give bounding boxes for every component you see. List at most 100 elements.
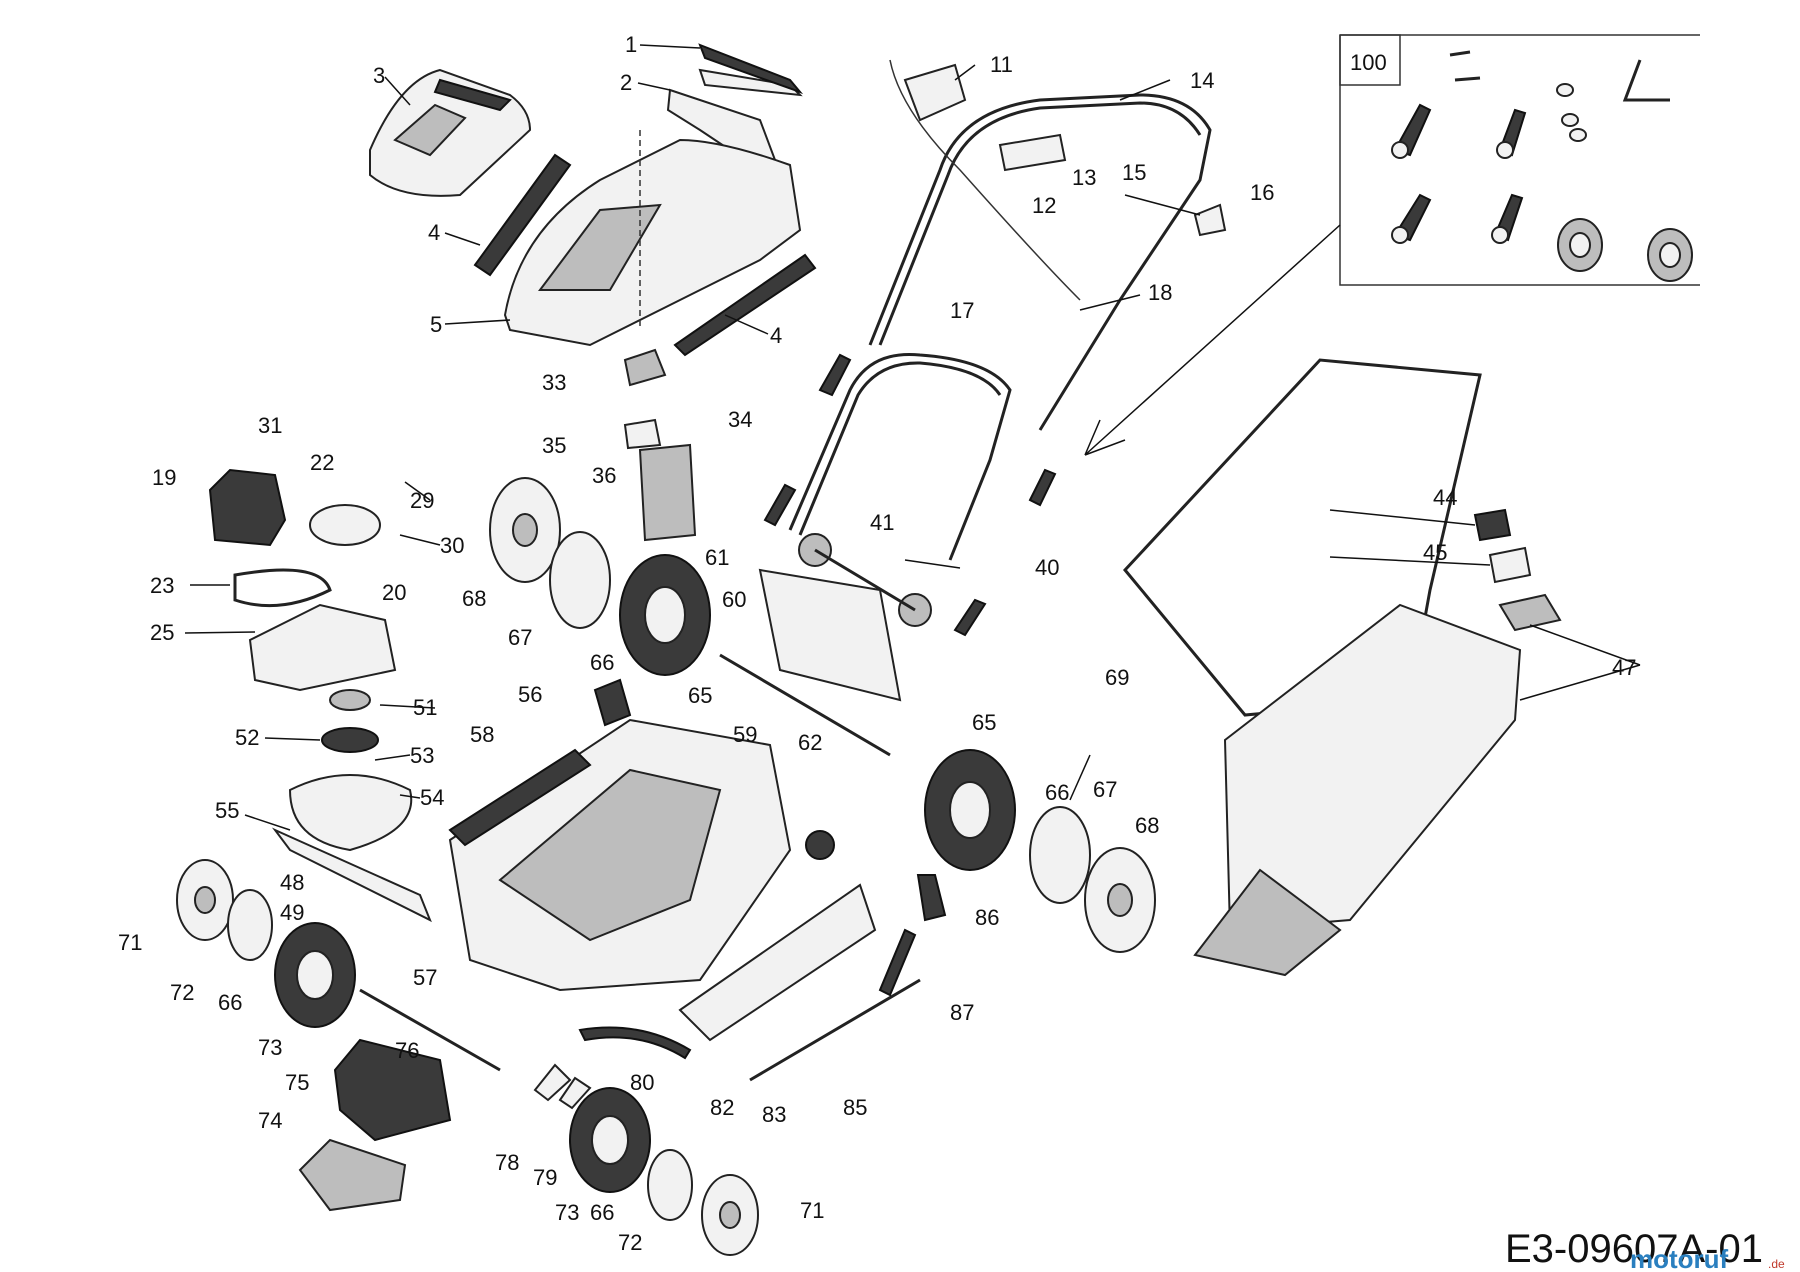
callout-69: 69 (1105, 665, 1129, 690)
callout-59: 59 (733, 722, 757, 747)
axle-76 (359, 988, 501, 1072)
callout-57: 57 (413, 965, 437, 990)
spool-35 (623, 418, 662, 450)
callout-12: 12 (1032, 193, 1056, 218)
callout-19: 19 (152, 465, 176, 490)
bearing (329, 689, 371, 711)
lower-parts (298, 653, 921, 1212)
callout-61: 61 (705, 545, 729, 570)
callout-45: 45 (1423, 540, 1447, 565)
callout-73: 73 (258, 1035, 282, 1060)
watermark-domain: .de (1768, 1257, 1785, 1271)
callout-23: 23 (150, 573, 174, 598)
callout-35: 35 (542, 433, 566, 458)
callout-56: 56 (518, 682, 542, 707)
callout-1: 1 (625, 32, 637, 57)
callout-17: 17 (950, 298, 974, 323)
bracket-79 (558, 1076, 592, 1110)
catcher-cap-44 (1473, 508, 1512, 542)
rear-flap-82 (678, 883, 877, 1042)
disc-72-left (227, 889, 273, 961)
callout-73: 73 (555, 1200, 579, 1225)
callout-18: 18 (1148, 280, 1172, 305)
cable (889, 59, 1081, 301)
wheels (176, 477, 1156, 1256)
upper-handle (868, 93, 1212, 431)
lever-right (1028, 468, 1057, 507)
callout-54: 54 (420, 785, 444, 810)
disc-72-right (647, 1149, 693, 1221)
callout-41: 41 (870, 510, 894, 535)
inset-pointer-arrow (1084, 224, 1341, 456)
disc-67-right (1029, 806, 1091, 904)
catcher-indicator-47 (1498, 593, 1562, 632)
key-knob (623, 348, 667, 387)
callout-25: 25 (150, 620, 174, 645)
spring-80 (578, 1026, 692, 1060)
rear-axle-gear (593, 678, 632, 727)
handle-knob-16 (1193, 203, 1227, 237)
lever-lower-left (763, 483, 797, 527)
switch-box (903, 63, 967, 122)
top-cover-group (369, 43, 817, 387)
callout-34: 34 (728, 407, 752, 432)
callout-14: 14 (1190, 68, 1214, 93)
drawing-id: E3-09607A-01 (1505, 1227, 1763, 1271)
callout-80: 80 (630, 1070, 654, 1095)
plate-36 (638, 443, 697, 542)
callout-85: 85 (843, 1095, 867, 1120)
callout-22: 22 (310, 450, 334, 475)
axle-62 (719, 653, 891, 757)
battery-cover-75 (333, 1038, 452, 1142)
callout-49: 49 (280, 900, 304, 925)
callout-53: 53 (410, 743, 434, 768)
callout-66: 66 (590, 1200, 614, 1225)
callout-74: 74 (258, 1108, 282, 1133)
handle-assembly (763, 59, 1227, 637)
lever-87 (878, 928, 917, 997)
inset-wheel-caps (1557, 218, 1693, 282)
callout-11: 11 (990, 52, 1013, 77)
motor-group (208, 468, 432, 923)
callout-60: 60 (722, 587, 746, 612)
callout-2: 2 (620, 70, 632, 95)
callout-36: 36 (592, 463, 616, 488)
callout-29: 29 (410, 488, 434, 513)
callout-79: 79 (533, 1165, 557, 1190)
callout-78: 78 (495, 1150, 519, 1175)
catcher-cap-45 (1488, 546, 1532, 584)
lever-lower-right (953, 598, 987, 637)
catcher-chute (1193, 868, 1342, 977)
blade-adapter (321, 727, 379, 753)
pulley (309, 504, 381, 546)
callout-67: 67 (1093, 777, 1117, 802)
callout-numbers: 1 2 3 4 4 5 11 12 13 14 15 16 17 18 19 2… (118, 32, 1636, 1255)
inset-clips (1556, 83, 1587, 142)
callout-72: 72 (618, 1230, 642, 1255)
callout-65: 65 (972, 710, 996, 735)
catcher-frame (1123, 358, 1482, 717)
handle-bracket (998, 133, 1067, 172)
handle-knob-86 (916, 874, 947, 922)
inset-accessory-kit: 100 (1339, 34, 1700, 286)
leader-lines (184, 44, 1641, 831)
side-strip-right (673, 253, 817, 357)
callout-71: 71 (800, 1198, 824, 1223)
lower-handle (788, 352, 1012, 561)
side-strip-left (473, 153, 572, 277)
callout-67: 67 (508, 625, 532, 650)
callout-58: 58 (470, 722, 494, 747)
callout-40: 40 (1035, 555, 1059, 580)
battery-tray-74 (298, 1138, 407, 1212)
callout-5: 5 (430, 312, 442, 337)
callout-75: 75 (285, 1070, 309, 1095)
callout-44: 44 (1433, 485, 1457, 510)
callout-66: 66 (1045, 780, 1069, 805)
callout-62: 62 (798, 730, 822, 755)
main-housing (503, 138, 802, 347)
rod-83 (749, 978, 921, 1082)
fan (288, 774, 413, 852)
mower-deck (448, 568, 902, 1042)
callout-52: 52 (235, 725, 259, 750)
